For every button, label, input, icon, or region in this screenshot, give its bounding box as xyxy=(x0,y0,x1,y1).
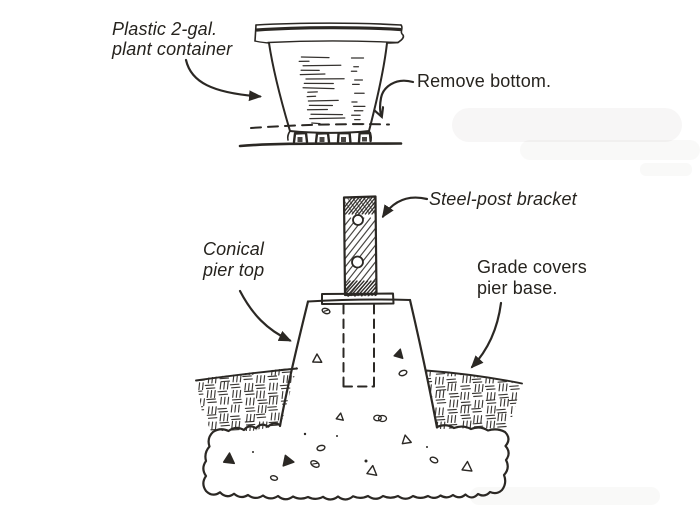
embedded-bracket-dashed xyxy=(342,304,375,388)
pot-molded-text-texture xyxy=(298,56,366,125)
arrow-to-pot xyxy=(184,58,262,102)
label-grade-covers-pier-base: Grade covers pier base. xyxy=(477,257,587,298)
grade-line-left xyxy=(195,367,298,382)
conical-pier-drawing xyxy=(278,298,439,429)
concrete-aggregate-marks xyxy=(222,307,473,481)
soil-grade-drawing xyxy=(195,367,523,431)
arrow-to-pot-bottom xyxy=(380,79,415,116)
arrow-to-grade xyxy=(470,301,503,369)
pier-base-footing xyxy=(202,422,510,501)
bracket-hatch xyxy=(344,196,377,297)
pot-feet xyxy=(292,131,372,144)
steel-post-bracket-drawing xyxy=(321,195,395,388)
grade-line-right xyxy=(425,369,523,385)
label-steel-post-bracket: Steel-post bracket xyxy=(429,189,577,209)
label-conical-pier-top: Conical pier top xyxy=(203,239,265,280)
ground-line xyxy=(238,142,403,148)
cut-line xyxy=(250,123,390,129)
scan-smudges xyxy=(452,108,700,505)
bolt-hole-bottom xyxy=(351,255,364,269)
plant-pot-drawing xyxy=(238,22,405,148)
label-plant-container: Plastic 2-gal. plant container xyxy=(112,19,233,59)
leader-arrows xyxy=(184,58,503,369)
bolt-hole-top xyxy=(352,214,364,226)
arrow-to-bracket xyxy=(381,196,429,219)
label-remove-bottom: Remove bottom. xyxy=(417,71,552,91)
arrow-to-pier-top xyxy=(238,289,292,342)
bracket-base-plate xyxy=(321,292,395,305)
